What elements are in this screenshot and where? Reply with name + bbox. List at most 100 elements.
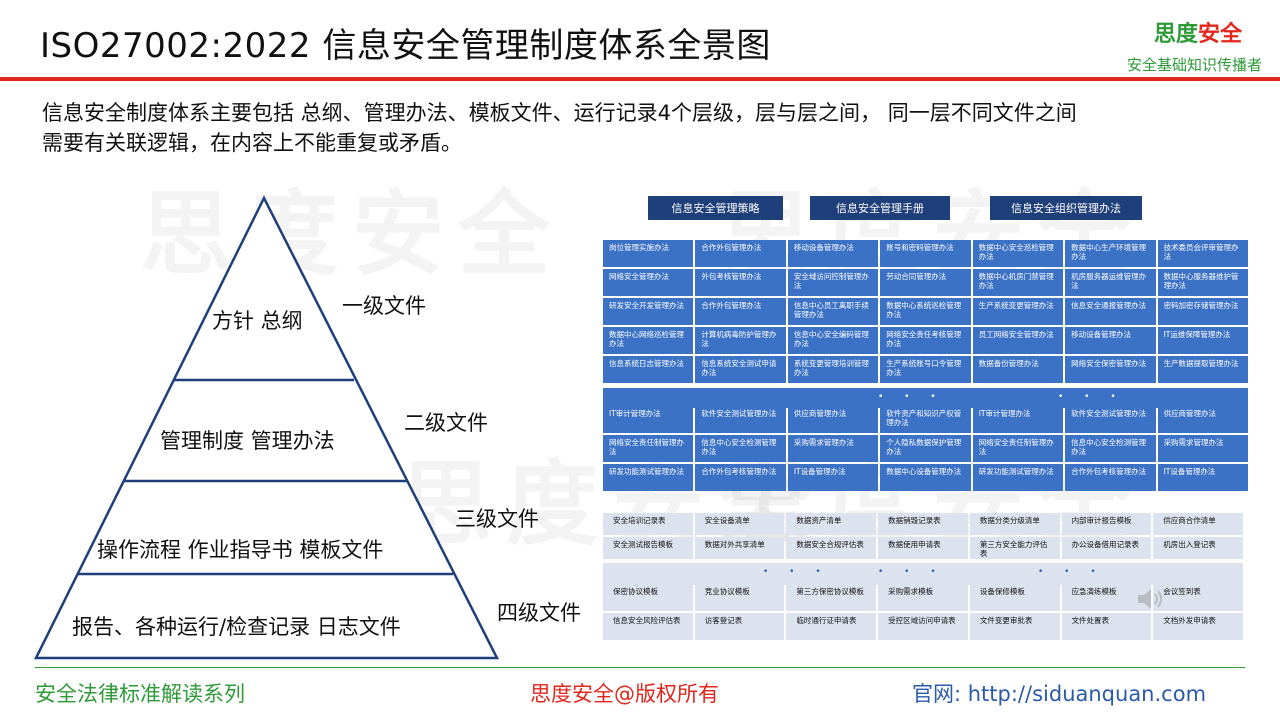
level2-grid-top-cell: 劳动合同管理办法 bbox=[880, 269, 971, 296]
level2-grid-bottom-cell: 供应商管理办法 bbox=[787, 406, 879, 433]
speaker-icon[interactable] bbox=[1135, 585, 1165, 613]
level2-grid-top-cell: 网络安全保密管理办法 bbox=[1065, 356, 1156, 383]
level2-grid-top-cell: 员工网络安全管理办法 bbox=[972, 327, 1064, 354]
level4-grid-cell: 竞业协议模板 bbox=[694, 584, 785, 611]
level4-grid-cell: 文件处置表 bbox=[1061, 613, 1152, 640]
intro-paragraph: 信息安全制度体系主要包括 总纲、管理办法、模板文件、运行记录4个层级，层与层之间… bbox=[42, 98, 1242, 158]
level1-header-policy: 信息安全管理策略 bbox=[648, 196, 783, 220]
level2-grid-top-cell: 账号和密码管理办法 bbox=[880, 240, 971, 267]
level2-grid-bottom-cell: 研发功能测试管理办法 bbox=[603, 464, 694, 491]
pyramid-level-4-content: 报告、各种运行/检查记录 日志文件 bbox=[72, 615, 401, 639]
level2-grid-top-cell: 生产系统账号口令管理办法 bbox=[880, 356, 971, 383]
level2-grid-bottom-cell: 采购需求管理办法 bbox=[787, 435, 879, 462]
level2-grid-top-cell: 数据中心机房门禁管理办法 bbox=[972, 269, 1064, 296]
level4-grid-cell: 受控区域访问申请表 bbox=[878, 613, 968, 640]
level3-ellipsis-row: • • • • • • • • • bbox=[603, 563, 1243, 585]
level3-grid-cell: 数据销毁记录表 bbox=[878, 513, 968, 535]
level2-grid-top-cell: 岗位管理实施办法 bbox=[603, 240, 694, 267]
level2-grid-top-cell: 技术委员会评审管理办法 bbox=[1157, 240, 1248, 267]
level2-grid-top-cell: 机房服务器运维管理办法 bbox=[1065, 269, 1156, 296]
level2-grid-top-cell: 网络安全责任考核管理办法 bbox=[880, 327, 971, 354]
level3-grid-cell: 内部审计报告模板 bbox=[1061, 513, 1152, 535]
level3-grid-cell: 数据分类分级清单 bbox=[969, 513, 1060, 535]
level1-header-org: 信息安全组织管理办法 bbox=[990, 196, 1142, 220]
level2-grid-top-cell: 数据中心网络巡检管理办法 bbox=[603, 327, 694, 354]
pyramid-level-2-content: 管理制度 管理办法 bbox=[160, 429, 335, 453]
level2-grid-bottom-cell: 合作外包考核管理办法 bbox=[1065, 464, 1156, 491]
level2-grid-bottom-cell: 个人隐私数据保护管理办法 bbox=[880, 435, 971, 462]
level2-grid-top-cell: 生产数据提取管理办法 bbox=[1157, 356, 1248, 383]
level2-grid-top-cell: 合作外包管理办法 bbox=[695, 298, 786, 325]
level4-grid-cell: 临时通行证申请表 bbox=[786, 613, 877, 640]
level2-ellipsis-row: • • • • • • bbox=[603, 388, 1248, 408]
level2-grid-bottom-cell: 信息中心安全检测管理办法 bbox=[1065, 435, 1156, 462]
level2-grid-top-cell: 数据备份管理办法 bbox=[972, 356, 1064, 383]
ellipsis: • • • bbox=[1058, 392, 1125, 402]
level2-grid-bottom-cell: 信息中心安全检测管理办法 bbox=[695, 435, 786, 462]
level-2-label: 二级文件 bbox=[404, 411, 488, 435]
level2-grid-bottom-cell: 软件资产和知识产权管理办法 bbox=[880, 406, 971, 433]
level2-grid-top-cell: 网络安全管理办法 bbox=[603, 269, 694, 296]
pyramid-diagram bbox=[33, 195, 500, 660]
level2-grid-top-cell: 外包考核管理办法 bbox=[695, 269, 786, 296]
brand-logo: 思度安全 bbox=[1154, 16, 1242, 48]
level3-grid-cell: 安全培训记录表 bbox=[603, 513, 693, 535]
level3-grid-cell: 数据资产清单 bbox=[786, 513, 877, 535]
footer-series: 安全法律标准解读系列 bbox=[35, 682, 245, 706]
level2-grid-bottom-cell: 研发功能测试管理办法 bbox=[972, 464, 1064, 491]
level4-grid-cell: 第三方保密协议模板 bbox=[786, 584, 877, 611]
ellipsis: • • • bbox=[763, 567, 830, 577]
level2-grid-top-cell: 计算机病毒防护管理办法 bbox=[695, 327, 786, 354]
level-1-label: 一级文件 bbox=[342, 294, 426, 318]
level2-grid-bottom-cell: 供应商管理办法 bbox=[1157, 406, 1248, 433]
pyramid-level-1-content: 方针 总纲 bbox=[212, 309, 303, 333]
level1-header-manual: 信息安全管理手册 bbox=[810, 196, 950, 220]
level4-grid-cell: 设备保修模板 bbox=[969, 584, 1060, 611]
level2-grid-top: 岗位管理实施办法合作外包管理办法移动设备管理办法账号和密码管理办法数据中心安全巡… bbox=[603, 240, 1248, 383]
level2-grid-bottom-cell: IT设备管理办法 bbox=[1157, 464, 1248, 491]
level4-grid-cell: 会议签到表 bbox=[1153, 584, 1243, 611]
level3-grid-cell: 第三方安全能力评估表 bbox=[969, 537, 1060, 559]
level-3-label: 三级文件 bbox=[455, 507, 539, 531]
level2-grid-top-cell: 研发安全开发管理办法 bbox=[603, 298, 694, 325]
level2-grid-top-cell: 信息系统日志管理办法 bbox=[603, 356, 694, 383]
footer-copyright: 思度安全@版权所有 bbox=[530, 682, 719, 706]
page-title: ISO27002:2022 信息安全管理制度体系全景图 bbox=[40, 26, 771, 66]
brand-tagline: 安全基础知识传播者 bbox=[1126, 56, 1262, 74]
intro-line-1: 信息安全制度体系主要包括 总纲、管理办法、模板文件、运行记录4个层级，层与层之间… bbox=[42, 101, 1077, 125]
level2-grid-bottom-cell: 网络安全责任制管理办法 bbox=[603, 435, 694, 462]
pyramid-level-3-content: 操作流程 作业指导书 模板文件 bbox=[97, 538, 384, 562]
level4-grid-cell: 信息安全风险评估表 bbox=[603, 613, 693, 640]
level2-grid-top-cell: 数据中心安全巡检管理办法 bbox=[972, 240, 1064, 267]
level2-grid-top-cell: 安全域访问控制管理办法 bbox=[787, 269, 879, 296]
level3-grid-cell: 数据安全合规评估表 bbox=[786, 537, 877, 559]
brand-part-1: 思度 bbox=[1153, 22, 1198, 47]
level2-grid-top-cell: 生产系统变更管理办法 bbox=[972, 298, 1064, 325]
level2-grid-bottom-cell: 软件安全测试管理办法 bbox=[695, 406, 786, 433]
level3-grid-cell: 机房出入登记表 bbox=[1153, 537, 1243, 559]
level2-grid-top-cell: 移动设备管理办法 bbox=[1065, 327, 1156, 354]
level2-grid-bottom-cell: 网络安全责任制管理办法 bbox=[972, 435, 1064, 462]
level-4-label: 四级文件 bbox=[497, 601, 581, 625]
level4-grid-cell: 访客登记表 bbox=[694, 613, 785, 640]
level2-grid-top-cell: 信息安全通报管理办法 bbox=[1065, 298, 1156, 325]
header-divider bbox=[0, 77, 1280, 81]
level2-grid-top-cell: 系统变更管理培训管理办法 bbox=[787, 356, 879, 383]
level2-grid-bottom-cell: 采购需求管理办法 bbox=[1157, 435, 1248, 462]
footer-website-link[interactable]: 官网: http://siduanquan.com bbox=[912, 682, 1207, 706]
level4-grid-cell: 保密协议模板 bbox=[603, 584, 693, 611]
level2-grid-bottom-cell: 软件安全测试管理办法 bbox=[1065, 406, 1156, 433]
level2-grid-bottom-cell: 数据中心设备管理办法 bbox=[880, 464, 971, 491]
level4-grid-cell: 采购需求模板 bbox=[878, 584, 968, 611]
level2-grid-top-cell: 信息系统安全测试申请办法 bbox=[695, 356, 786, 383]
level2-grid-bottom-cell: 合作外包考核管理办法 bbox=[695, 464, 786, 491]
level2-grid-bottom-cell: IT设备管理办法 bbox=[787, 464, 879, 491]
level4-grid-cell: 文档外发申请表 bbox=[1153, 613, 1243, 640]
ellipsis: • • • bbox=[878, 567, 945, 577]
level2-grid-bottom-cell: IT审计管理办法 bbox=[603, 406, 694, 433]
intro-line-2: 需要有关联逻辑，在内容上不能重复或矛盾。 bbox=[42, 131, 462, 155]
level2-grid-top-cell: 密码加密存储管理办法 bbox=[1157, 298, 1248, 325]
ellipsis: • • • bbox=[878, 392, 945, 402]
level2-grid-top-cell: 移动设备管理办法 bbox=[787, 240, 879, 267]
